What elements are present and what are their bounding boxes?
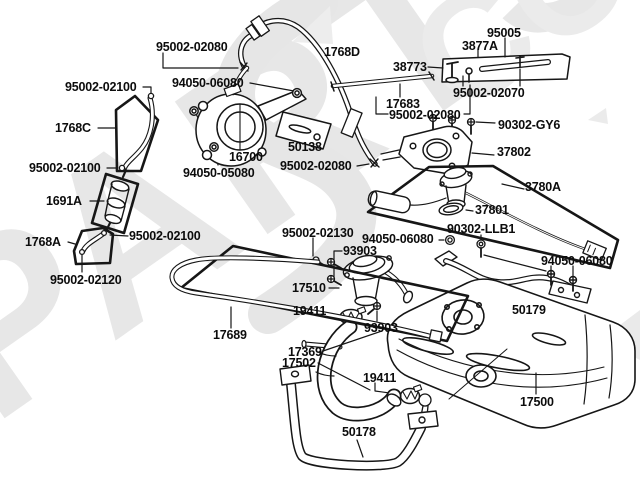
part-label-90302-llb1: 90302-LLB1 — [447, 222, 516, 236]
part-label-50179: 50179 — [512, 303, 546, 317]
part-label-94050-06080: 94050-06080 — [362, 232, 434, 246]
part-label-93903: 93903 — [364, 321, 398, 335]
part-label-93903: 93903 — [343, 244, 377, 258]
part-label-19411: 19411 — [363, 371, 397, 385]
part-label-95002-02080: 95002-02080 — [156, 40, 228, 54]
part-label-37802: 37802 — [497, 145, 531, 159]
leader-lines-top-right — [375, 37, 521, 115]
bolt-90302-llb1 — [476, 234, 547, 272]
part-label-17510: 17510 — [292, 281, 326, 295]
part-label-16700: 16700 — [229, 150, 263, 164]
part-label-95002-02080: 95002-02080 — [389, 108, 461, 122]
bracket-3877a — [330, 53, 571, 92]
part-label-50138: 50138 — [288, 140, 322, 154]
part-label-95005: 95005 — [487, 26, 521, 40]
part-label-17689: 17689 — [213, 328, 247, 342]
nut-94050-06080-mid — [438, 234, 456, 246]
part-label-1768d: 1768D — [324, 45, 360, 59]
part-label-95002-02100: 95002-02100 — [65, 80, 137, 94]
part-label-94050-06080: 94050-06080 — [172, 76, 244, 90]
filler-hose — [315, 319, 402, 422]
part-label-95002-02100: 95002-02100 — [29, 161, 101, 175]
hose-1768d — [238, 15, 380, 168]
strap-50179 — [434, 250, 592, 304]
part-label-95002-02130: 95002-02130 — [282, 226, 354, 240]
part-label-1768c: 1768C — [55, 121, 91, 135]
strap-50178 — [279, 364, 439, 471]
part-label-3780a: 3780A — [525, 180, 561, 194]
part-label-17683: 17683 — [386, 97, 420, 111]
fuel-pump-16700 — [189, 65, 332, 167]
nut-94050-05080 — [189, 106, 219, 152]
screws-93903 — [326, 250, 382, 322]
hose-connector — [245, 15, 271, 41]
part-label-1691a: 1691A — [46, 194, 82, 208]
part-label-37801: 37801 — [475, 203, 509, 217]
part-label-50178: 50178 — [342, 425, 376, 439]
screws-94050-06080-lower — [546, 265, 578, 292]
part-label-17500: 17500 — [520, 395, 554, 409]
part-label-94050-06080: 94050-06080 — [541, 254, 613, 268]
part-label-3877a: 3877A — [462, 39, 498, 53]
part-label-1768a: 1768A — [25, 235, 61, 249]
part-label-19411: 19411 — [293, 304, 327, 318]
fuel-tank-17500 — [301, 278, 636, 429]
gasket-37802 — [380, 125, 495, 175]
part-label-90302-gy6: 90302-GY6 — [498, 118, 561, 132]
fuel-filter-1691a — [90, 168, 140, 235]
hose-1768a-enclosure — [72, 226, 115, 266]
hose-1768c-enclosure — [114, 92, 160, 173]
nut-94050-06080-top — [291, 87, 303, 99]
fuel-sender-3780a — [366, 164, 620, 270]
part-label-95002-02100: 95002-02100 — [129, 229, 201, 243]
part-label-95002-02120: 95002-02120 — [50, 273, 122, 287]
part-label-94050-05080: 94050-05080 — [183, 166, 255, 180]
part-label-95002-02070: 95002-02070 — [453, 86, 525, 100]
part-label-95002-02080: 95002-02080 — [280, 159, 352, 173]
clamp-19411-lower — [374, 382, 423, 405]
part-label-17502: 17502 — [282, 356, 316, 370]
filler-neck-17510 — [328, 254, 414, 307]
screws-90302-gy6 — [428, 113, 496, 135]
part-label-38773: 38773 — [393, 60, 427, 74]
tube-17689-enclosure — [169, 244, 470, 343]
part-label-17369: 17369 — [288, 345, 322, 359]
